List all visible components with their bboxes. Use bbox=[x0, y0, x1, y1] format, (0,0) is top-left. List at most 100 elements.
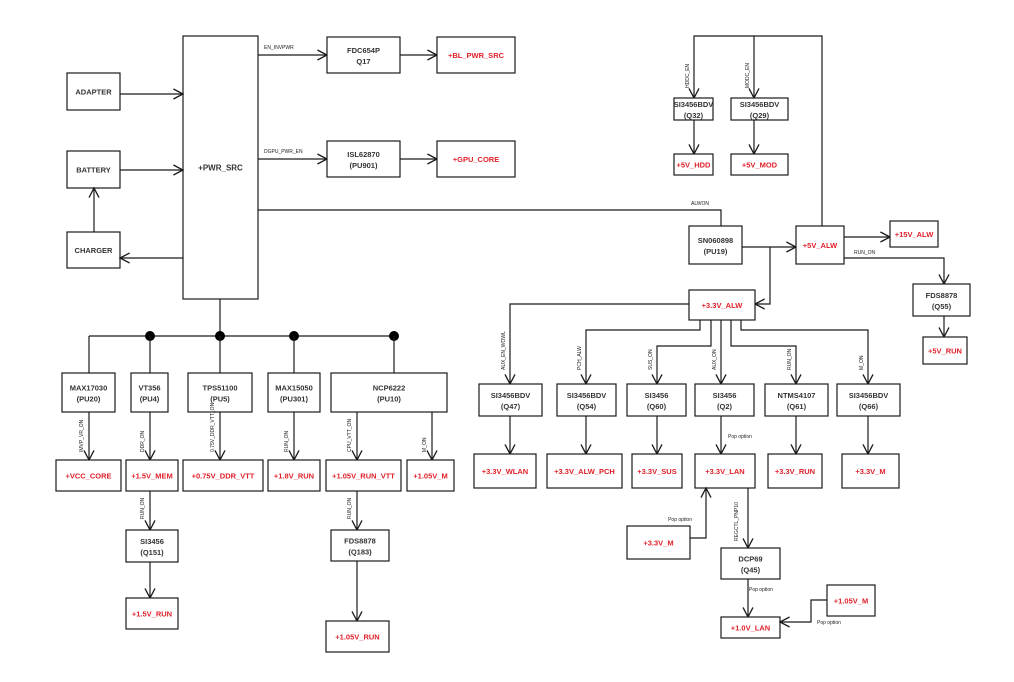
converter-2-part: TPS51100 bbox=[202, 384, 237, 393]
q55-block: FDS8878(Q55) bbox=[912, 283, 971, 317]
alw-branch-signal-0: AUX_EN_WOWL bbox=[501, 331, 507, 370]
rail-15v-alw-box bbox=[889, 220, 939, 248]
alw-branch-rail-1: +3.3V_ALW_PCH bbox=[546, 453, 623, 489]
top-branch-signal-0: EN_INVPWR bbox=[264, 45, 294, 51]
rail-5v-run-label: +5V_RUN bbox=[928, 347, 962, 356]
converter-3-box bbox=[267, 372, 321, 413]
alw-branch-component-3: SI3456(Q2) bbox=[694, 383, 755, 417]
converter-0-part: MAX17030 bbox=[70, 384, 108, 393]
top-right-component-1-box bbox=[730, 97, 789, 121]
alw-branch-rail-4: +3.3V_RUN bbox=[767, 453, 823, 489]
alw-branch-rail-2-box bbox=[631, 453, 683, 489]
lan-alt-rail-105v-m: +1.05V_M bbox=[826, 584, 876, 617]
mem-run-signal: RUN_ON bbox=[140, 497, 146, 519]
top-right-signal-1: MODC_EN bbox=[745, 63, 751, 88]
alw-branch-component-0-ref: (Q47) bbox=[501, 402, 521, 411]
rail-3v3-alw: +3.3V_ALW bbox=[688, 289, 756, 321]
converter-rail-0: +VCC_CORE bbox=[55, 459, 122, 492]
converter-rail-0-box bbox=[55, 459, 122, 492]
sn060898-block: SN060898(PU19) bbox=[688, 225, 743, 265]
top-right-rail-1: +5V_MOD bbox=[730, 153, 789, 176]
converter-out-signal-1: DDR_ON bbox=[140, 430, 146, 452]
top-branch-component-1-ref: (PU901) bbox=[350, 161, 378, 170]
alw-branch-component-4-ref: (Q61) bbox=[787, 402, 807, 411]
rail-3v3-alw-box bbox=[688, 289, 756, 321]
alw-branch-signal-2: SUS_ON bbox=[648, 349, 654, 370]
dcp69-block-ref: (Q45) bbox=[741, 566, 761, 575]
converter-rail-1-box bbox=[125, 459, 179, 492]
alw-branch-feed-wire-4 bbox=[730, 320, 797, 384]
alw-branch-feed-wire-1 bbox=[585, 320, 701, 384]
alw-branch-component-1-part: SI3456BDV bbox=[567, 391, 607, 400]
converter-1-box bbox=[130, 372, 169, 413]
arrowhead bbox=[173, 164, 185, 176]
rail-5v-alw-label: +5V_ALW bbox=[803, 241, 838, 250]
converter-2-ref: (PU5) bbox=[210, 395, 230, 404]
alw-branch-component-2-part: SI3456 bbox=[645, 391, 669, 400]
alw-branch-rail-3-box bbox=[694, 453, 756, 489]
q183-block: FDS8878(Q183) bbox=[330, 529, 390, 562]
q2-pop-option-label: Pop option bbox=[728, 434, 752, 440]
alw-branch-signal-4: RUN_ON bbox=[787, 348, 793, 370]
alw-branch-rail-2-label: +3.3V_SUS bbox=[637, 467, 676, 476]
rail-1v05-run: +1.05V_RUN bbox=[325, 620, 390, 653]
alw-branch-rail-1-box bbox=[546, 453, 623, 489]
alt-3v3-m-to-lan-wire bbox=[690, 488, 707, 539]
top-branch-component-1: ISL62870(PU901) bbox=[326, 140, 401, 178]
rail-1v05-run-label: +1.05V_RUN bbox=[335, 633, 379, 642]
alw-branch-signal-1: PCH_ALW bbox=[577, 346, 583, 370]
converter-rail-3-box bbox=[267, 459, 321, 492]
alw-branch-component-5-box bbox=[836, 383, 901, 417]
top-right-rail-0-box bbox=[673, 153, 714, 176]
converter-1-ref: (PU4) bbox=[140, 395, 160, 404]
converter-rail-4-label: +1.05V_RUN_VTT bbox=[332, 472, 395, 481]
lan-alt-rail-3v3-m-box bbox=[626, 525, 691, 560]
converter-rail-5-box bbox=[406, 459, 455, 492]
q151-block: SI3456(Q151) bbox=[125, 529, 179, 563]
q151-block-box bbox=[125, 529, 179, 563]
converter-0: MAX17030(PU20) bbox=[61, 372, 116, 413]
alw-branch-signal-5: M_ON bbox=[859, 355, 865, 370]
pwr-src-block: +PWR_SRC bbox=[182, 35, 259, 300]
converter-rail-5-label: +1.05V_M bbox=[413, 472, 447, 481]
lan-alt-rail-3v3-m-label: +3.3V_M bbox=[643, 539, 673, 548]
converter-rail-2-box bbox=[182, 459, 264, 492]
converter-2-box bbox=[187, 372, 253, 413]
battery-block-label: BATTERY bbox=[76, 166, 111, 175]
arrowhead bbox=[778, 616, 790, 628]
q183-block-box bbox=[330, 529, 390, 562]
alw-branch-component-4: NTMS4107(Q61) bbox=[764, 383, 829, 417]
alw-branch-component-0: SI3456BDV(Q47) bbox=[478, 383, 543, 417]
alwon-wire bbox=[258, 209, 722, 226]
alw-branch-rail-3: +3.3V_LAN bbox=[694, 453, 756, 489]
q55-block-part: FDS8878 bbox=[926, 291, 958, 300]
alw-branch-component-0-box bbox=[478, 383, 543, 417]
charger-block-label: CHARGER bbox=[75, 246, 114, 255]
rail-5v-run: +5V_RUN bbox=[922, 336, 968, 365]
converter-2: TPS51100 (PU5) bbox=[187, 372, 253, 413]
top-right-component-0-part: SI3456BDV bbox=[674, 100, 714, 109]
top-branch-rail-1-label: +GPU_CORE bbox=[453, 155, 499, 164]
dcp69-block-part: DCP69 bbox=[738, 555, 762, 564]
q151-block-part: SI3456 bbox=[140, 537, 164, 546]
alw-branch-component-2-box bbox=[626, 383, 687, 417]
rail-1v5-run-label: +1.5V_RUN bbox=[132, 610, 172, 619]
top-right-rail-1-box bbox=[730, 153, 789, 176]
adapter-block-label: ADAPTER bbox=[75, 88, 112, 97]
top-branch-rail-1-box bbox=[436, 140, 516, 178]
alw-branch-feed-wire-5 bbox=[740, 320, 869, 384]
converter-rail-2-label: +0.75V_DDR_VTT bbox=[192, 472, 255, 481]
converter-rail-1: +1.5V_MEM bbox=[125, 459, 179, 492]
converter-1: VT356 (PU4) bbox=[130, 372, 169, 413]
converter-1-part: VT356 bbox=[138, 384, 160, 393]
converter-out-signal-5: M_ON bbox=[422, 437, 428, 452]
lan-alt-rail-105v-m-label: +1.05V_M bbox=[834, 597, 868, 606]
converter-rail-4-box bbox=[325, 459, 402, 492]
alw-branch-feed-wire-2 bbox=[656, 320, 712, 384]
sn060898-to-3v3-alw-wire bbox=[755, 247, 771, 305]
regctl-signal: REGCTL_PNP10 bbox=[734, 502, 740, 541]
rail-1v0-lan-label: +1.0V_LAN bbox=[731, 624, 770, 633]
alw-branch-rail-5-box bbox=[841, 453, 900, 489]
converter-rail-3-label: +1.8V_RUN bbox=[274, 472, 314, 481]
converter-4-ref: (PU10) bbox=[377, 395, 401, 404]
